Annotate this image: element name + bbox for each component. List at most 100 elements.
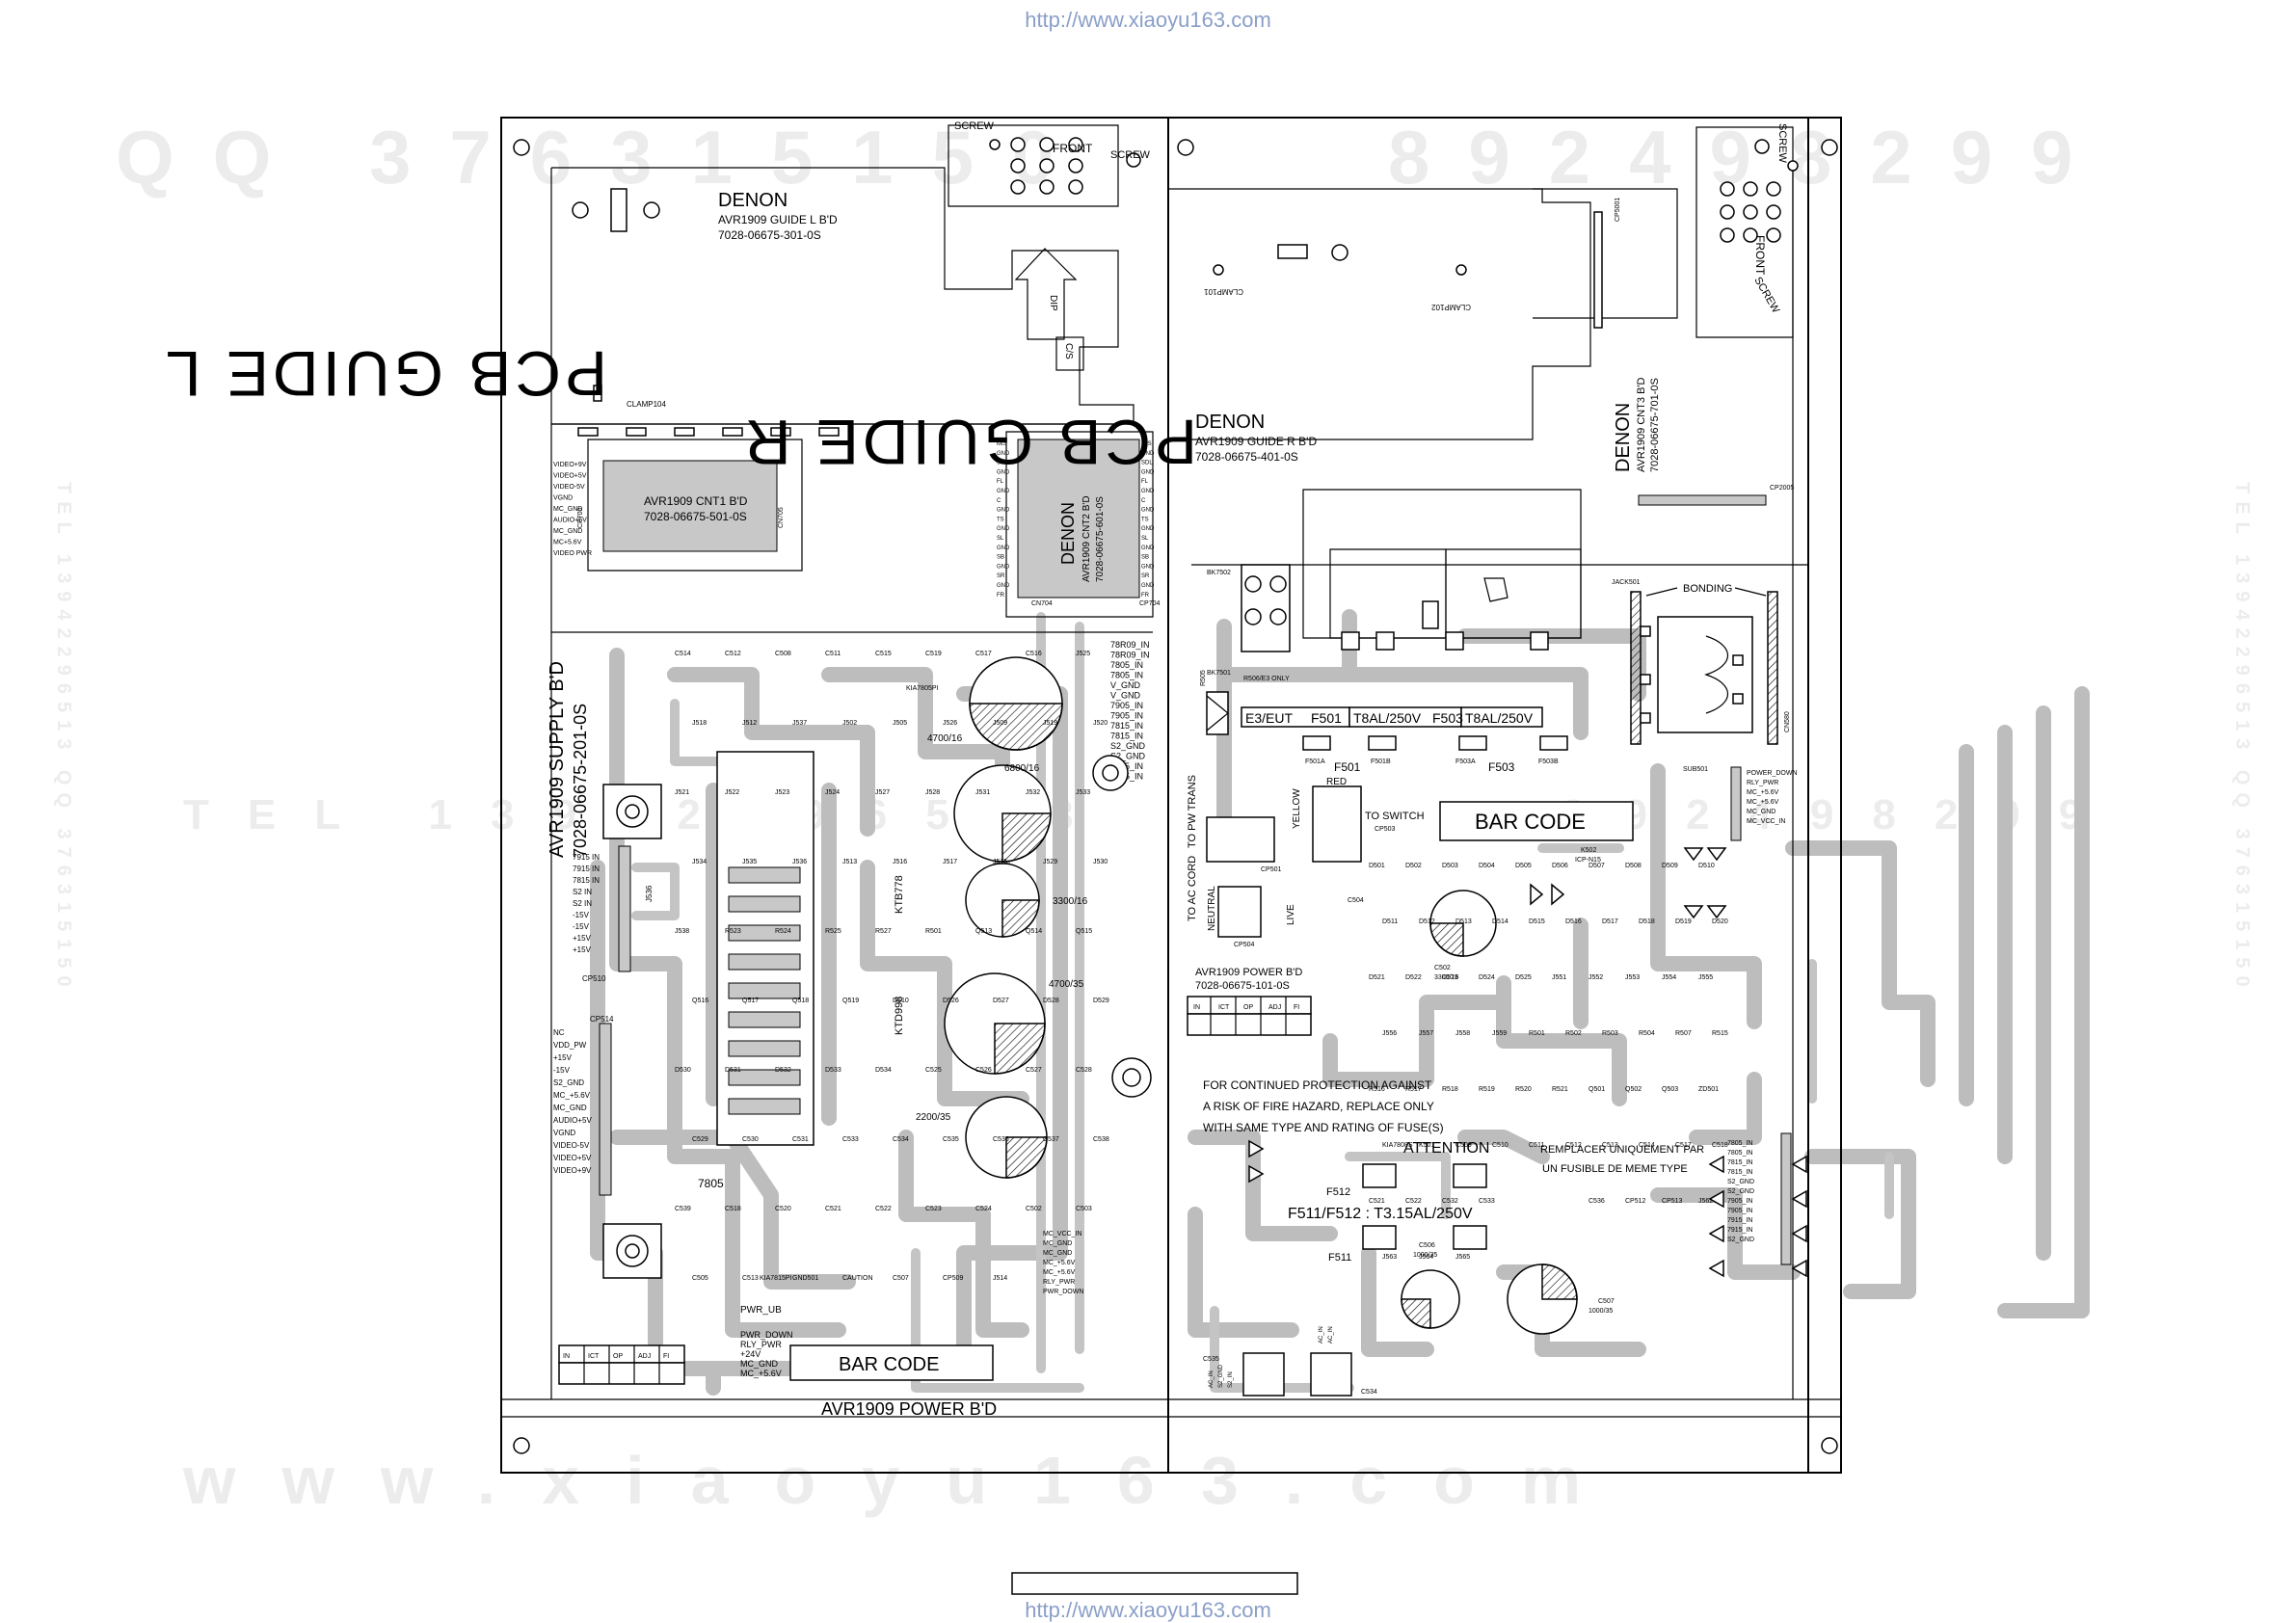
power-caution-1: FOR CONTINUED PROTECTION AGAINST	[1203, 1078, 1432, 1092]
guide-r-screw-label-2: SCREW	[1751, 276, 1781, 316]
power-right-pin2-5: S2_GND	[1727, 1188, 1754, 1195]
power-right-pin2-0: 7805_IN	[1727, 1140, 1752, 1147]
guide-r-front-label: FRONT	[1753, 235, 1767, 276]
power-check-1: ICT	[1218, 1004, 1230, 1011]
supply-ref-52: D528	[1043, 998, 1059, 1004]
cnt2-pin-right-6: C	[1141, 498, 1146, 504]
power-ref-47: Q502	[1625, 1086, 1642, 1093]
power-bar-code: BAR CODE	[1475, 810, 1586, 834]
supply-ref-9: J518	[692, 720, 707, 727]
supply-ref-57: D533	[825, 1067, 841, 1074]
cnt1-conn-right: CN705	[778, 507, 785, 528]
supply-ref-31: J516	[893, 859, 907, 865]
supply-ref-35: J530	[1093, 859, 1108, 865]
power-cp504: CP504	[1234, 942, 1255, 948]
supply-ref-23: J528	[925, 789, 940, 796]
supply-mid-pin-labels: MC_VCC_INMC_GNDMC_GNDMC_+5.6VMC_+5.6VRLY…	[1043, 1231, 1083, 1295]
bottom-url[interactable]: http://www.xiaoyu163.com	[1025, 1598, 1271, 1622]
supply-lower-pin-10: VIDEO+5V	[553, 1154, 592, 1162]
supply-cap-5: 2200/35	[916, 1112, 951, 1123]
supply-check-2: OP	[613, 1353, 623, 1360]
supply-ref-16: J519	[1043, 720, 1057, 727]
power-ref-15: D516	[1565, 918, 1582, 925]
supply-ref-64: C530	[742, 1136, 759, 1143]
power-ref-49: ZD501	[1698, 1086, 1719, 1093]
power-ref-72: J565	[1455, 1254, 1470, 1261]
power-ref-7: D508	[1625, 863, 1642, 869]
supply-cap-1: 4700/16	[927, 733, 963, 744]
cnt2-pin-left-5: GND	[997, 489, 1010, 494]
supply-ref-25: J532	[1026, 789, 1040, 796]
guide-r-board: CLAMP101 CLAMP102 PCB GUIDE R DENON AVR1…	[741, 123, 1799, 478]
power-ref-63: C533	[1479, 1198, 1495, 1205]
supply-ref-59: C525	[925, 1067, 942, 1074]
top-url[interactable]: http://www.xiaoyu163.com	[1025, 8, 1271, 32]
supply-mid-pin-5: RLY_PWR	[1043, 1279, 1075, 1286]
guide-l-board: DENON AVR1909 GUIDE L B'D 7028-06675-301…	[162, 120, 1151, 437]
supply-ref-18: J521	[675, 789, 689, 796]
fuse-ref-3: F503A	[1455, 758, 1476, 765]
cnt3-brand: DENON	[1613, 403, 1634, 472]
power-board-name: AVR1909 POWER B'D	[1195, 967, 1302, 978]
supply-right-pin-4: V_GND	[1110, 680, 1141, 690]
cnt2-pin-right-3: GND	[1141, 469, 1155, 475]
supply-left-conn2: J536	[645, 885, 654, 902]
power-ref-48: Q503	[1662, 1086, 1678, 1093]
power-right-pin2-9: 7915_IN	[1727, 1227, 1752, 1234]
supply-ref-53: D529	[1093, 998, 1109, 1004]
supply-lower-pin-3: -15V	[553, 1066, 571, 1075]
supply-ref-36: J538	[675, 928, 689, 935]
supply-ref-4: C515	[875, 651, 892, 657]
cnt2-pin-left-10: SL	[997, 536, 1004, 542]
supply-ref-80: C503	[1076, 1206, 1092, 1212]
supply-lower-pin-2: +15V	[553, 1053, 573, 1062]
cnt2-pin-right-5: GND	[1141, 489, 1155, 494]
cnt1-part-number: 7028-06675-501-0S	[644, 510, 747, 523]
supply-check-table	[558, 1344, 685, 1385]
fuse-label-2: F501	[1311, 710, 1342, 726]
supply-ref-38: R524	[775, 928, 791, 935]
power-ref-32: J558	[1455, 1030, 1470, 1037]
power-red: RED	[1326, 777, 1347, 787]
supply-board: AVR1909 SUPPLY B'D 7028-06675-201-0S 791…	[547, 640, 1152, 1385]
power-f511: F511	[1328, 1252, 1351, 1264]
power-c507-value: 1000/35	[1589, 1308, 1613, 1315]
supply-right-pin-1: 78R09_IN	[1110, 651, 1150, 660]
supply-left-pin-8: +15V	[573, 945, 592, 954]
supply-ref-8: J525	[1076, 651, 1090, 657]
power-c502-value: 3300/16	[1434, 974, 1458, 981]
supply-left-conn: CP510	[582, 974, 606, 983]
power-ref-0: D501	[1369, 863, 1385, 869]
supply-ref-41: R501	[925, 928, 942, 935]
cnt2-pin-right-10: SL	[1141, 536, 1149, 542]
cnt1-pin-6: MC_GND	[553, 528, 582, 535]
guide-l-dip-label: DIP	[1048, 295, 1058, 311]
supply-ref-40: R527	[875, 928, 892, 935]
supply-right-pin-0: 78R09_IN	[1110, 640, 1150, 650]
heatsink	[716, 751, 814, 1146]
power-cp512: C534	[1361, 1389, 1377, 1396]
cnt2-pin-right-8: TS	[1141, 517, 1149, 522]
power-ref-43: R519	[1479, 1086, 1495, 1093]
power-ref-55: C512	[1565, 1142, 1582, 1149]
power-cp513-pin-1: S2_GND	[1218, 1364, 1224, 1388]
watermark-qq: QQ 376315150	[116, 115, 1092, 200]
power-part-number: 7028-06675-101-0S	[1195, 980, 1290, 992]
power-cp513-pin-0: AC_IN	[1209, 1370, 1215, 1388]
power-right-pin2-4: S2_GND	[1727, 1179, 1754, 1185]
power-ref-52: C509	[1455, 1142, 1472, 1149]
power-ref-62: C532	[1442, 1198, 1458, 1205]
power-ref-2: D503	[1442, 863, 1458, 869]
supply-lower-pin-11: VIDEO+9V	[553, 1166, 592, 1175]
supply-bottom-pin-2: +24V	[740, 1349, 761, 1359]
power-c506-value: 1000/35	[1413, 1252, 1437, 1259]
power-ref-25: J551	[1552, 974, 1566, 981]
cnt2-board: DENON AVR1909 CNT2 B'D 7028-06675-601-0S…	[997, 431, 1161, 618]
cnt2-pin-left-12: SB	[997, 555, 1004, 561]
power-ref-20: D521	[1369, 974, 1385, 981]
guide-r-front-pins	[1720, 139, 1799, 243]
supply-left-pin-6: -15V	[573, 922, 590, 931]
